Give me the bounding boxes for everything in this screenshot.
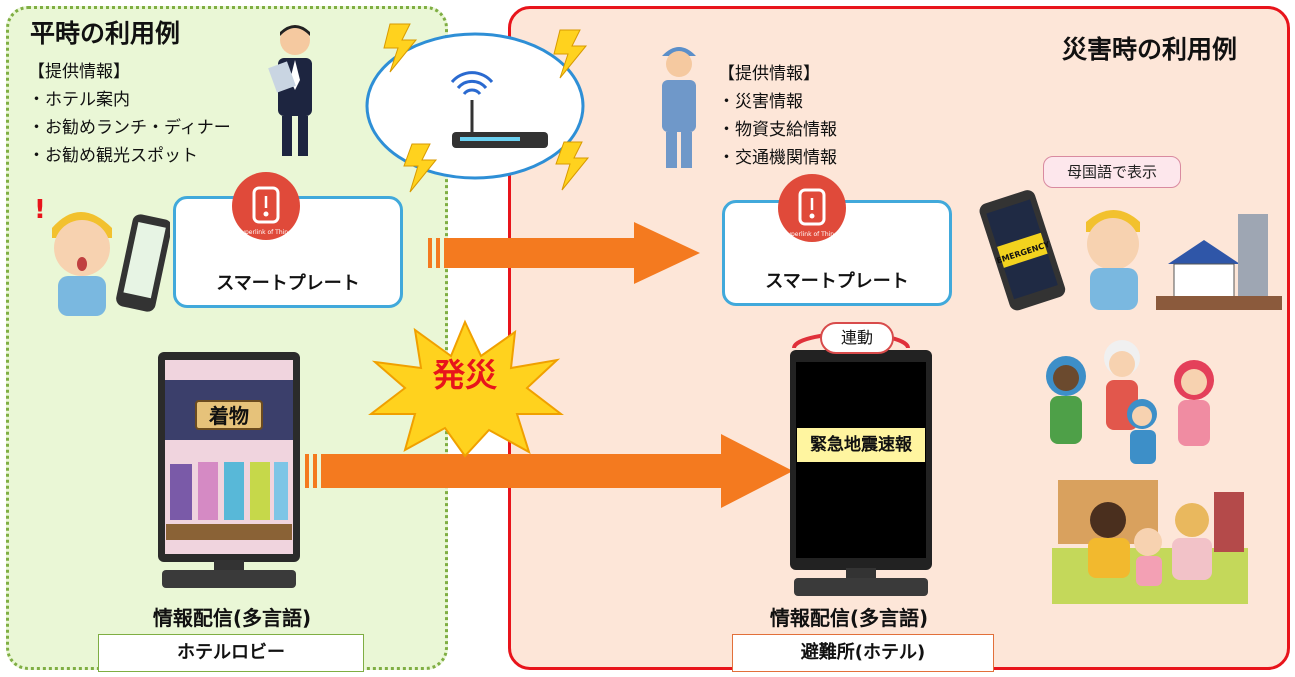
kimono-display-illustration xyxy=(166,462,292,540)
smart-plate-card-disaster: スマートプレート xyxy=(722,200,952,306)
worker-illustration xyxy=(662,47,696,168)
router-icon xyxy=(452,100,548,148)
logo-text: Hyperlink of Things xyxy=(237,229,295,236)
emergency-phone-and-resident-illustration: EMERGENCY xyxy=(979,190,1282,311)
lower-flow-arrow xyxy=(305,434,793,508)
distribution-caption-disaster: 情報配信(多言語) xyxy=(769,606,929,630)
info-item: ・物資支給情報 xyxy=(718,120,837,140)
signage-stand xyxy=(794,568,928,596)
disaster-burst-text: 発災 xyxy=(432,356,497,394)
disaster-info-list: 【提供情報】 ・災害情報 ・物資支給情報 ・交通機関情報 xyxy=(718,60,837,172)
disaster-title: 災害時の利用例 xyxy=(1062,35,1238,64)
lightning-icon xyxy=(383,23,590,193)
wifi-signal-icon xyxy=(450,71,494,96)
earthquake-alert-text: 緊急地震速報 xyxy=(797,428,925,462)
info-item: ・お勧めランチ・ディナー xyxy=(28,118,231,138)
link-badge: 連動 xyxy=(820,322,894,354)
signage-stand xyxy=(162,560,296,588)
svg-text:!: ! xyxy=(34,195,46,225)
smart-plate-logo-icon: Hyperlink of Things xyxy=(232,172,300,240)
smart-plate-label: スマートプレート xyxy=(216,273,360,294)
distribution-caption-normal: 情報配信(多言語) xyxy=(152,606,312,630)
disaster-burst xyxy=(368,319,564,458)
emergency-phone-icon: EMERGENCY xyxy=(979,190,1066,311)
evacuating-people-illustration xyxy=(1046,340,1214,464)
shelter-family-illustration xyxy=(1052,480,1248,604)
wifi-router-cloud xyxy=(365,23,590,193)
tourist-with-phone-illustration: ! xyxy=(34,195,170,316)
kimono-shop-sign: 着物 xyxy=(195,400,263,430)
location-label-disaster: 避難所(ホテル) xyxy=(732,634,994,672)
upper-flow-arrow xyxy=(428,222,700,284)
info-item: ・お勧め観光スポット xyxy=(28,146,198,166)
info-header: 【提供情報】 xyxy=(28,62,130,82)
smart-plate-label: スマートプレート xyxy=(765,271,909,292)
info-item: ・交通機関情報 xyxy=(718,148,837,168)
native-language-bubble: 母国語で表示 xyxy=(1043,156,1181,188)
businessman-illustration xyxy=(268,25,312,156)
location-label-normal: ホテルロビー xyxy=(98,634,364,672)
info-item: ・ホテル案内 xyxy=(28,90,130,110)
normal-title: 平時の利用例 xyxy=(30,19,181,48)
info-header: 【提供情報】 xyxy=(718,64,820,84)
smart-plate-logo-icon: Hyperlink of Things xyxy=(778,174,846,242)
normal-info-list: 【提供情報】 ・ホテル案内 ・お勧めランチ・ディナー ・お勧め観光スポット xyxy=(28,58,231,170)
logo-text: Hyperlink of Things xyxy=(783,231,841,238)
info-item: ・災害情報 xyxy=(718,92,803,112)
